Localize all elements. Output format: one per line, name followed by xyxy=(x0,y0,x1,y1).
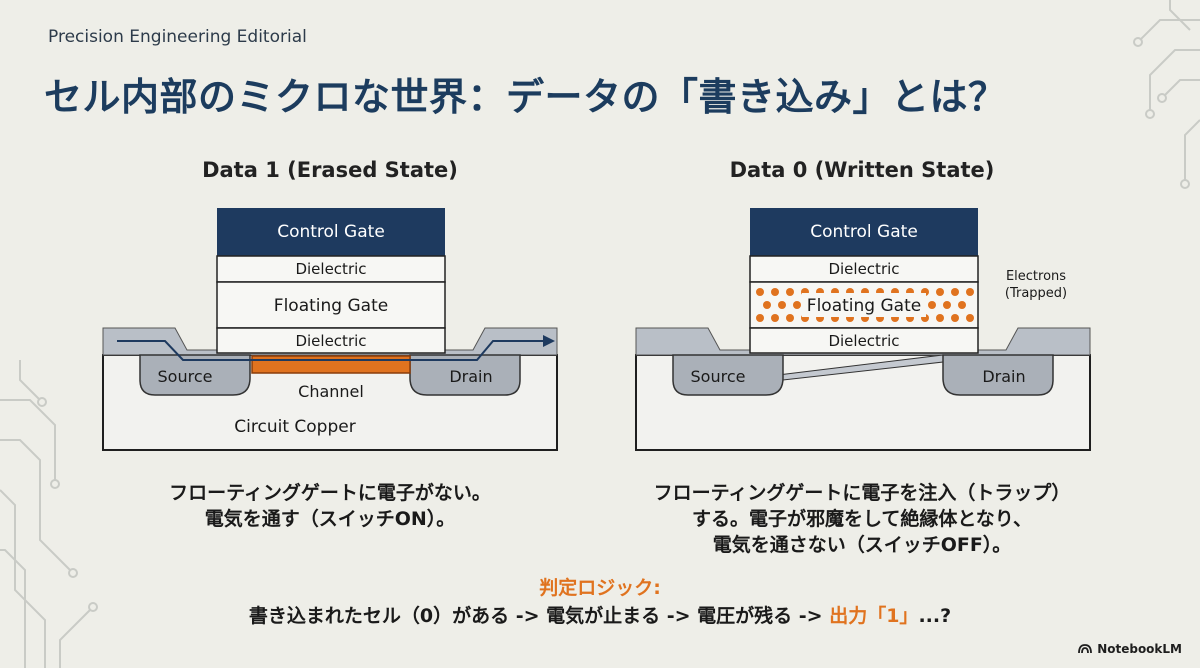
drain-label: Drain xyxy=(982,367,1025,386)
electron-dot xyxy=(778,301,786,309)
logic-text: 書き込まれたセル（0）がある -> 電気が止まる -> 電圧が残る -> xyxy=(248,605,830,627)
logic-tail: ...? xyxy=(918,605,952,627)
surface-layer xyxy=(635,327,1091,356)
source-label: Source xyxy=(691,367,746,386)
electron-dot xyxy=(771,288,779,296)
electron-dot xyxy=(771,314,779,322)
electron-dot xyxy=(756,314,764,322)
source-region xyxy=(672,354,784,396)
channel-label: Channel xyxy=(298,382,364,401)
logic-section: 判定ロジック: 書き込まれたセル（0）がある -> 電気が止まる -> 電圧が残… xyxy=(0,574,1200,630)
floating-gate-layer xyxy=(216,281,446,329)
dielectric-bottom-label: Dielectric xyxy=(828,332,899,350)
control-gate-layer xyxy=(750,208,978,256)
current-flow-arrow xyxy=(117,340,543,361)
source-region xyxy=(139,354,251,396)
brand-name: NotebookLM xyxy=(1097,642,1182,656)
left-description-line: 電気を通す（スイッチON）。 xyxy=(204,508,456,530)
left-description: フローティングゲートに電子がない。 電気を通す（スイッチON）。 xyxy=(70,480,590,532)
electron-dot xyxy=(966,314,974,322)
electron-dot xyxy=(936,314,944,322)
electrons-callout-line1: Electrons xyxy=(1006,269,1066,284)
dielectric-top-label: Dielectric xyxy=(295,260,366,278)
electron-dot xyxy=(951,314,959,322)
floating-gate-label: Floating Gate xyxy=(274,296,388,316)
electron-dot xyxy=(966,288,974,296)
electron-dot xyxy=(756,288,764,296)
control-gate-label: Control Gate xyxy=(277,222,385,242)
dielectric-bottom-label: Dielectric xyxy=(295,332,366,350)
right-panel-title: Data 0 (Written State) xyxy=(729,158,995,182)
control-gate-layer xyxy=(217,208,445,256)
surface-layer xyxy=(102,327,558,356)
electron-dot xyxy=(958,301,966,309)
electrons-callout-line2: (Trapped) xyxy=(1005,286,1067,301)
electron-dot xyxy=(786,314,794,322)
written-state-diagram: Control Gate Dielectric Floating Gate Di… xyxy=(635,208,1091,451)
electron-dot xyxy=(951,288,959,296)
dielectric-bottom-layer xyxy=(216,327,446,354)
electron-dot xyxy=(786,288,794,296)
electron-dot xyxy=(793,301,801,309)
circuit-decoration-top-right xyxy=(1133,0,1200,189)
dielectric-top-label: Dielectric xyxy=(828,260,899,278)
logic-label: 判定ロジック: xyxy=(539,577,661,599)
brand-watermark: NotebookLM xyxy=(1078,642,1182,656)
electron-dot xyxy=(936,288,944,296)
erased-state-diagram: Control Gate Dielectric Floating Gate Di… xyxy=(102,208,558,451)
substrate-label: Circuit Copper xyxy=(234,417,355,437)
source-label: Source xyxy=(158,367,213,386)
control-gate-label: Control Gate xyxy=(810,222,918,242)
right-description-line: フローティングゲートに電子を注入（トラップ） xyxy=(653,482,1071,504)
circuit-decoration-bottom-left xyxy=(0,360,98,668)
arrow-head-icon xyxy=(543,335,555,347)
logic-highlight: 出力「1」 xyxy=(829,605,919,627)
dielectric-bottom-layer xyxy=(749,327,979,354)
drain-label: Drain xyxy=(449,367,492,386)
drain-region xyxy=(942,354,1054,396)
dielectric-top-layer xyxy=(749,255,979,283)
notebooklm-logo-icon xyxy=(1078,644,1093,654)
floating-gate-label: Floating Gate xyxy=(807,296,921,316)
right-description-line: する。電子が邪魔をして絶縁体となり、 xyxy=(691,508,1033,530)
logic-line: 書き込まれたセル（0）がある -> 電気が止まる -> 電圧が残る -> 出力「… xyxy=(0,602,1200,630)
left-description-line: フローティングゲートに電子がない。 xyxy=(169,482,491,504)
right-description: フローティングゲートに電子を注入（トラップ） する。電子が邪魔をして絶縁体となり… xyxy=(602,480,1122,558)
left-panel-title: Data 1 (Erased State) xyxy=(202,158,458,182)
drain-region xyxy=(409,354,521,396)
electron-dot xyxy=(763,301,771,309)
kicker-text: Precision Engineering Editorial xyxy=(48,27,307,47)
electron-dot xyxy=(928,301,936,309)
page-title: セル内部のミクロな世界：データの「書き込み」とは？ xyxy=(44,75,1007,119)
channel-conducting-strip xyxy=(251,355,411,374)
electron-dot xyxy=(943,301,951,309)
right-description-line: 電気を通さない（スイッチOFF）。 xyxy=(712,534,1012,556)
floating-gate-label-bg xyxy=(802,293,926,317)
